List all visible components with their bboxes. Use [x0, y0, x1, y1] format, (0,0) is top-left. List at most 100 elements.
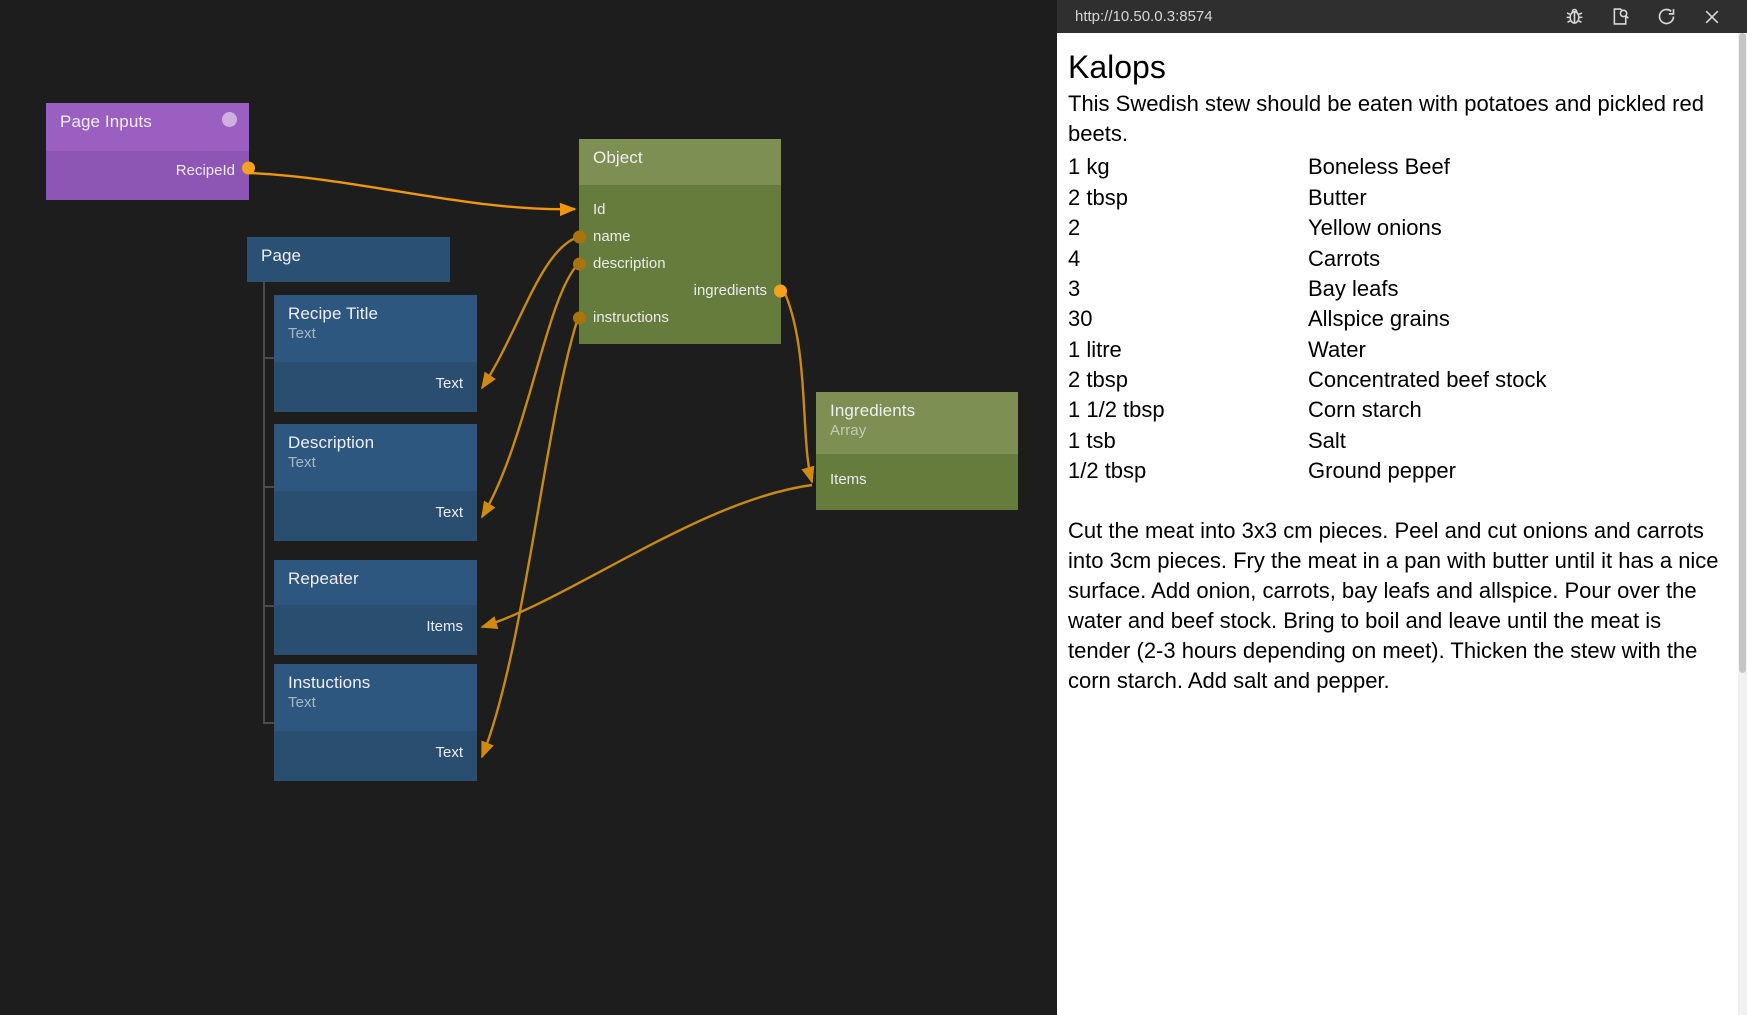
preview-pane: http://10.50.0.3:8574 [1057, 0, 1747, 1015]
node-body: Id name description ingredients instruct… [573, 185, 787, 344]
ingredient-row: 30 Allspice grains [1068, 304, 1725, 334]
output-port-dot[interactable] [242, 161, 255, 174]
node-editor-canvas[interactable]: Page Inputs RecipeId Page Recipe Title T… [0, 0, 1057, 1015]
node-body: Text [274, 362, 477, 412]
pin-icon[interactable] [222, 112, 237, 127]
preview-scrollbar[interactable] [1738, 33, 1747, 1015]
ingredient-quantity: 2 tbsp [1068, 184, 1128, 210]
ingredient-name: Boneless Beef [1308, 154, 1450, 180]
node-title: Recipe Title [288, 304, 379, 323]
node-body: Text [274, 731, 477, 781]
node-header[interactable]: Page Inputs [46, 103, 249, 151]
port-label: RecipeId [175, 162, 235, 179]
ingredient-row: 1 kg Boneless Beef [1068, 152, 1725, 182]
ingredient-name: Yellow onions [1308, 215, 1442, 241]
recipe-instructions: Cut the meat into 3x3 cm pieces. Peel an… [1068, 518, 1719, 693]
preview-toolbar: http://10.50.0.3:8574 [1057, 0, 1747, 33]
node-header[interactable]: Page [247, 237, 450, 282]
node-recipe-title[interactable]: Recipe Title Text Text [274, 295, 477, 412]
port-label: Text [435, 744, 463, 761]
ingredient-name: Salt [1308, 427, 1346, 453]
ingredient-name: Water [1308, 336, 1366, 362]
ingredient-name: Bay leafs [1308, 275, 1399, 301]
ingredient-row: 2 Yellow onions [1068, 213, 1725, 243]
node-title: Object [593, 148, 643, 167]
port-label: Id [593, 201, 606, 218]
node-ingredients[interactable]: Ingredients Array Items [816, 392, 1018, 510]
node-instuctions[interactable]: Instuctions Text Text [274, 664, 477, 781]
port-label: Items [830, 471, 867, 488]
page-tree-tick [263, 605, 274, 607]
scrollbar-thumb[interactable] [1739, 33, 1746, 673]
node-title: Page Inputs [60, 112, 152, 131]
ingredient-name: Corn starch [1308, 397, 1422, 423]
ingredient-name: Allspice grains [1308, 306, 1450, 332]
close-icon[interactable] [1689, 0, 1735, 33]
ingredient-row: 1 litre Water [1068, 335, 1725, 365]
node-repeater[interactable]: Repeater Items [274, 560, 477, 655]
output-port-dot[interactable] [774, 284, 787, 297]
node-description[interactable]: Description Text Text [274, 424, 477, 541]
port-label: Text [435, 504, 463, 521]
port-label: name [593, 228, 631, 245]
port-row-instructions[interactable]: instructions [573, 304, 781, 331]
port-label: instructions [593, 309, 669, 326]
port-row-recipeid[interactable]: RecipeId [46, 151, 255, 184]
node-object[interactable]: Object Id name description ingredients [573, 139, 787, 344]
recipe-description: This Swedish stew should be eaten with p… [1068, 90, 1704, 147]
node-header[interactable]: Ingredients Array [816, 392, 1018, 454]
port-label: Text [435, 375, 463, 392]
ingredient-quantity: 1 litre [1068, 336, 1122, 362]
reload-icon[interactable] [1643, 0, 1689, 33]
node-header[interactable]: Description Text [274, 424, 477, 491]
ingredient-quantity: 2 [1068, 215, 1081, 241]
input-port-dot[interactable] [573, 311, 586, 324]
port-row-name[interactable]: name [573, 223, 781, 250]
ingredient-row: 1/2 tbsp Ground pepper [1068, 456, 1725, 486]
ingredient-row: 3 Bay leafs [1068, 274, 1725, 304]
page-search-icon[interactable] [1597, 0, 1643, 33]
connection-wires [249, 171, 815, 759]
input-port-dot[interactable] [573, 257, 586, 270]
node-page[interactable]: Page [247, 237, 450, 282]
node-header[interactable]: Recipe Title Text [274, 295, 477, 362]
node-header[interactable]: Object [579, 139, 781, 185]
bug-icon[interactable] [1551, 0, 1597, 33]
page-tree-tick [263, 722, 274, 724]
node-subtitle: Text [288, 325, 316, 342]
node-header[interactable]: Repeater [274, 560, 477, 605]
node-title: Page [261, 246, 302, 265]
port-row-ingredients[interactable]: ingredients [579, 277, 787, 304]
port-row-description[interactable]: description [573, 250, 781, 277]
ingredient-quantity: 1/2 tbsp [1068, 458, 1147, 484]
recipe-title: Kalops [1068, 49, 1166, 85]
node-page-inputs[interactable]: Page Inputs RecipeId [46, 103, 255, 200]
port-row-items[interactable]: Items [816, 466, 1018, 493]
preview-url-label: http://10.50.0.3:8574 [1075, 8, 1213, 25]
input-port-dot[interactable] [573, 230, 586, 243]
ingredient-quantity: 3 [1068, 275, 1081, 301]
node-body: Text [274, 491, 477, 541]
node-header[interactable]: Instuctions Text [274, 664, 477, 731]
port-row-items[interactable]: Items [274, 605, 477, 640]
page-tree-tick [263, 357, 274, 359]
port-row-id[interactable]: Id [579, 196, 781, 223]
port-row-text[interactable]: Text [274, 362, 477, 397]
port-row-text[interactable]: Text [274, 731, 477, 766]
preview-content: Kalops This Swedish stew should be eaten… [1057, 33, 1747, 1015]
node-body: Items [816, 454, 1018, 510]
port-row-text[interactable]: Text [274, 491, 477, 526]
node-title: Repeater [288, 569, 359, 588]
ingredient-quantity: 1 kg [1068, 154, 1110, 180]
ingredient-name: Ground pepper [1308, 458, 1456, 484]
ingredient-quantity: 30 [1068, 306, 1093, 332]
node-title: Instuctions [288, 673, 371, 692]
node-title: Description [288, 433, 375, 452]
